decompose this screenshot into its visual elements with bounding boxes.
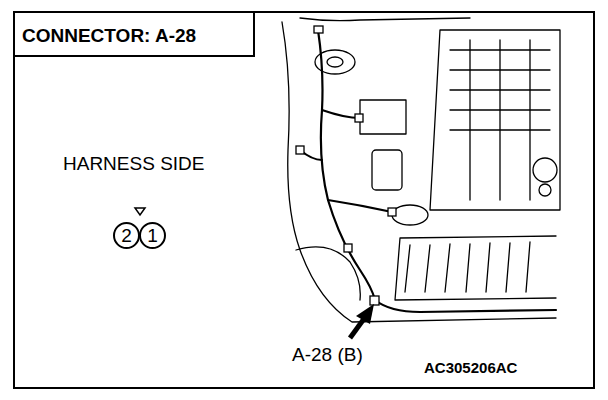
pin-circle: 1: [139, 222, 166, 249]
connector-title: CONNECTOR: A-28: [22, 26, 196, 45]
pin-number: 2: [121, 226, 132, 245]
connector-callout: A-28 (B): [292, 345, 363, 364]
side-label: HARNESS SIDE: [63, 154, 204, 173]
figure-code: AC305206AC: [424, 360, 517, 375]
pin-number: 1: [147, 226, 158, 245]
pin-circle: 2: [113, 222, 140, 249]
